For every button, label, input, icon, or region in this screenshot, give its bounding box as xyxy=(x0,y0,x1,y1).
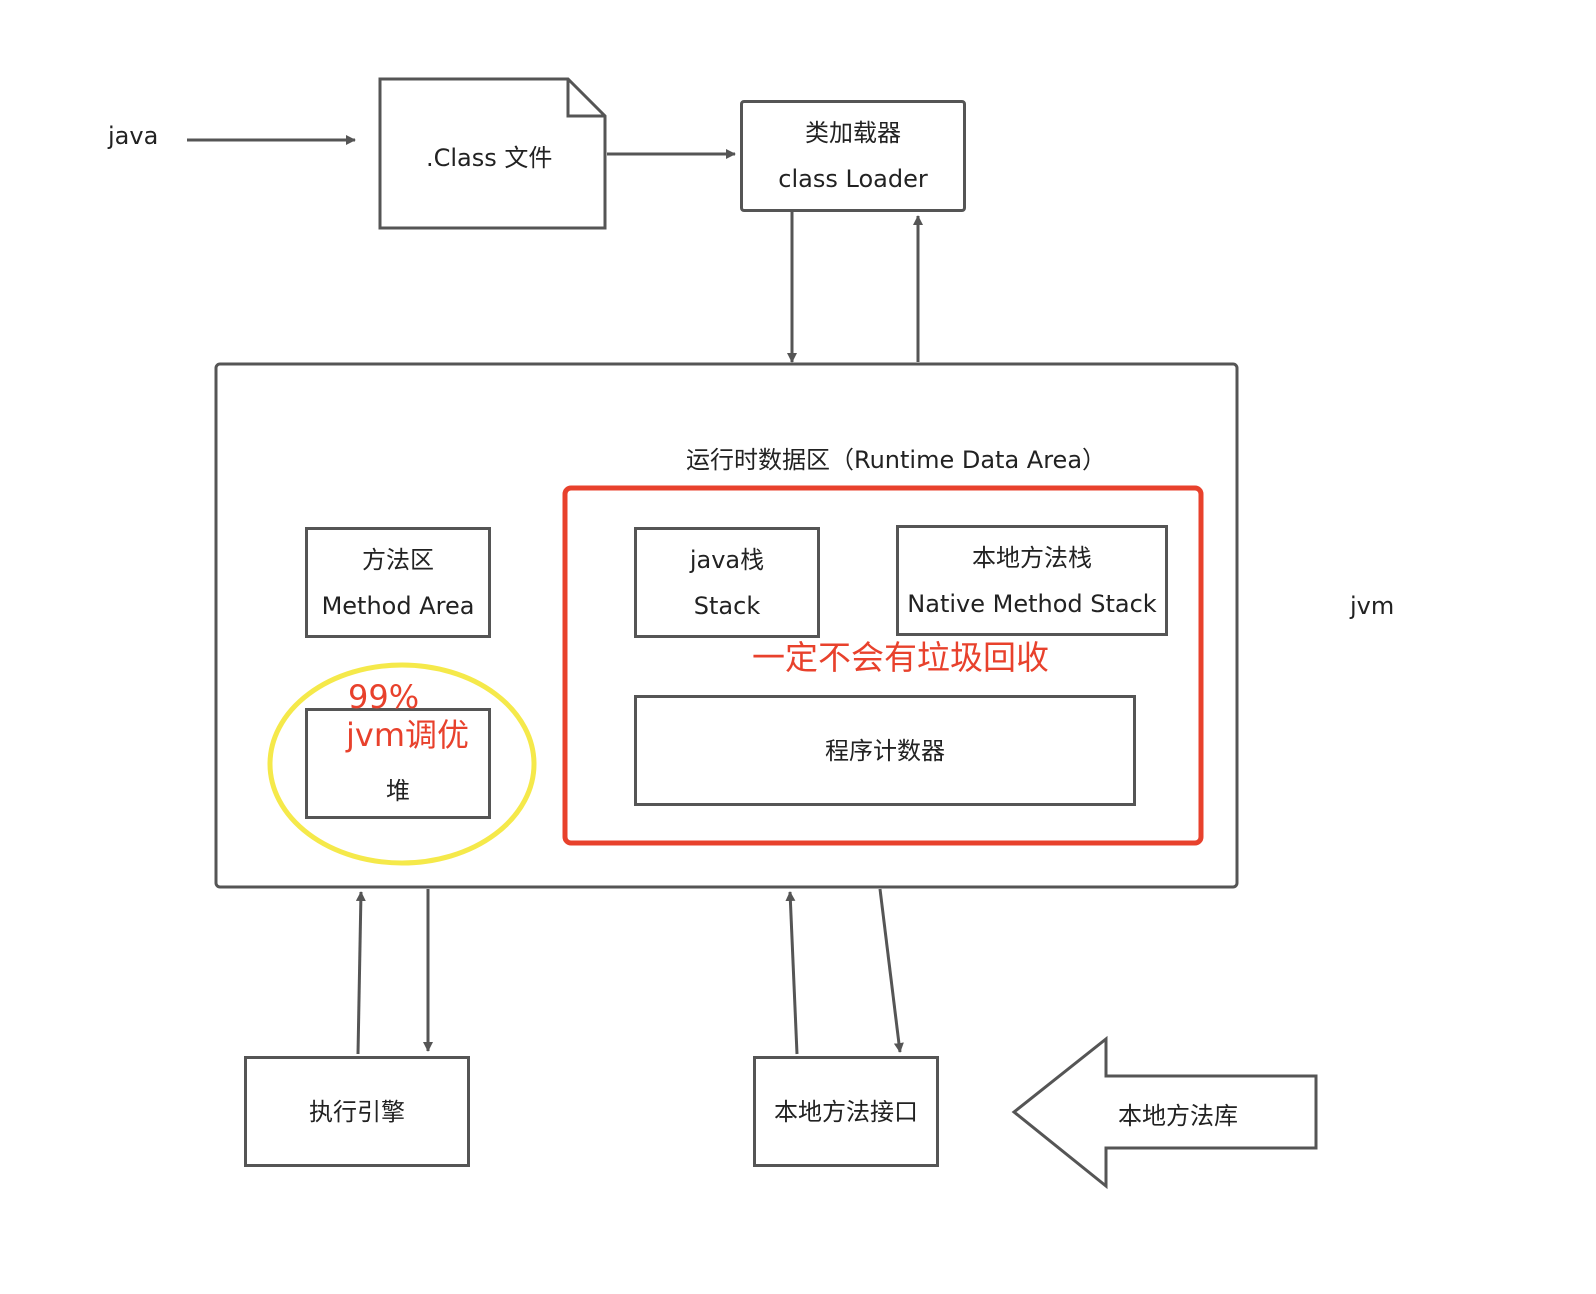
execution-engine-box: 执行引擎 xyxy=(244,1056,470,1167)
method-area-box: 方法区 Method Area xyxy=(305,527,491,638)
no-gc-highlight xyxy=(562,485,1204,846)
java-label: java xyxy=(108,122,159,150)
arrow-interface-to-jvm xyxy=(785,891,799,1055)
heap-note-tuning: jvm调优 xyxy=(346,716,470,754)
java-stack-box: java栈 Stack xyxy=(634,527,820,638)
method-area-en: Method Area xyxy=(321,591,475,620)
heap-note-percent: 99% xyxy=(348,678,420,716)
class-loader-box: 类加载器 class Loader xyxy=(740,100,966,212)
class-file-label: .Class 文件 xyxy=(426,144,553,172)
execution-engine-label: 执行引擎 xyxy=(309,1097,405,1126)
program-counter-box: 程序计数器 xyxy=(634,695,1136,806)
class-loader-cn: 类加载器 xyxy=(805,119,901,147)
program-counter-label: 程序计数器 xyxy=(825,736,945,765)
runtime-area-title: 运行时数据区（Runtime Data Area） xyxy=(686,446,1107,474)
jvm-label: jvm xyxy=(1350,592,1395,620)
native-interface-box: 本地方法接口 xyxy=(753,1056,939,1167)
java-stack-en: Stack xyxy=(693,591,761,620)
class-file-shape xyxy=(378,77,607,230)
native-stack-cn: 本地方法栈 xyxy=(972,543,1092,572)
native-library-label: 本地方法库 xyxy=(1118,1102,1238,1130)
native-stack-en: Native Method Stack xyxy=(907,589,1157,618)
no-gc-note: 一定不会有垃圾回收 xyxy=(752,638,1049,677)
heap-label: 堆 xyxy=(386,777,410,805)
native-library-arrow-shape xyxy=(1011,1035,1318,1190)
java-stack-cn: java栈 xyxy=(689,545,765,574)
heap-highlight xyxy=(267,662,537,866)
method-area-cn: 方法区 xyxy=(362,545,434,574)
native-stack-box: 本地方法栈 Native Method Stack xyxy=(896,525,1168,636)
heap-box: 堆 xyxy=(305,708,491,819)
jvm-container xyxy=(214,362,1239,889)
arrow-jvm-to-interface xyxy=(878,888,904,1053)
native-interface-label: 本地方法接口 xyxy=(774,1097,918,1126)
arrow-engine-to-jvm xyxy=(355,891,366,1055)
class-loader-en: class Loader xyxy=(778,165,928,193)
